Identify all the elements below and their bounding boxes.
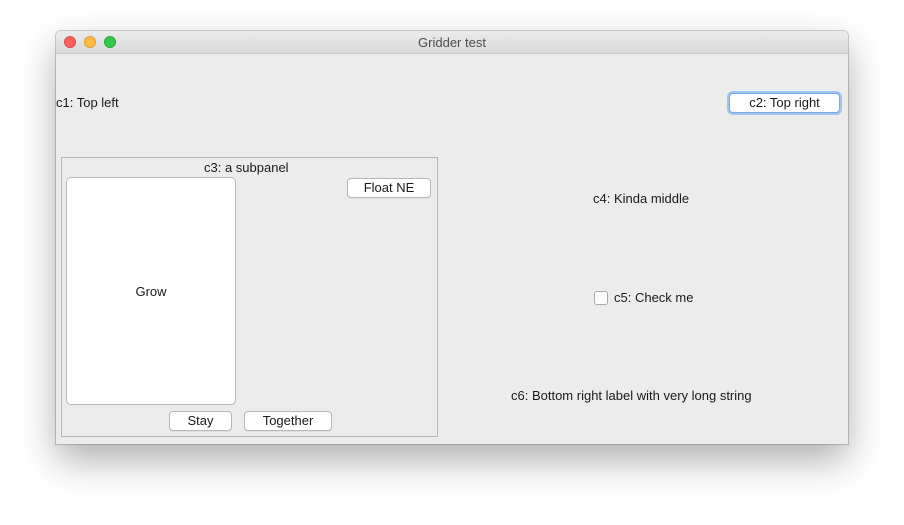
subpanel-title: c3: a subpanel	[204, 160, 289, 175]
maximize-window-icon[interactable]	[104, 36, 116, 48]
c5-check-me-label[interactable]: c5: Check me	[614, 290, 694, 305]
float-ne-button[interactable]: Float NE	[347, 178, 431, 198]
close-window-icon[interactable]	[64, 36, 76, 48]
stay-button[interactable]: Stay	[169, 411, 232, 431]
c6-bottom-right-label: c6: Bottom right label with very long st…	[511, 388, 752, 403]
c4-kinda-middle-label: c4: Kinda middle	[593, 191, 690, 206]
together-button[interactable]: Together	[244, 411, 332, 431]
grow-label: Grow	[135, 283, 167, 299]
title-bar[interactable]: Gridder test	[56, 31, 848, 54]
grow-button[interactable]: Grow	[66, 177, 236, 405]
c1-top-left-label: c1: Top left	[56, 95, 119, 110]
c2-top-right-button[interactable]: c2: Top right	[729, 93, 840, 113]
window-title: Gridder test	[418, 35, 486, 50]
content-pane: c1: Top left c2: Top right c3: a subpane…	[56, 54, 848, 444]
minimize-window-icon[interactable]	[84, 36, 96, 48]
c3-subpanel: c3: a subpanel Grow Float NE Stay Togeth…	[61, 157, 438, 437]
app-window: Gridder test c1: Top left c2: Top right …	[56, 31, 848, 444]
c5-checkbox[interactable]	[594, 291, 608, 305]
